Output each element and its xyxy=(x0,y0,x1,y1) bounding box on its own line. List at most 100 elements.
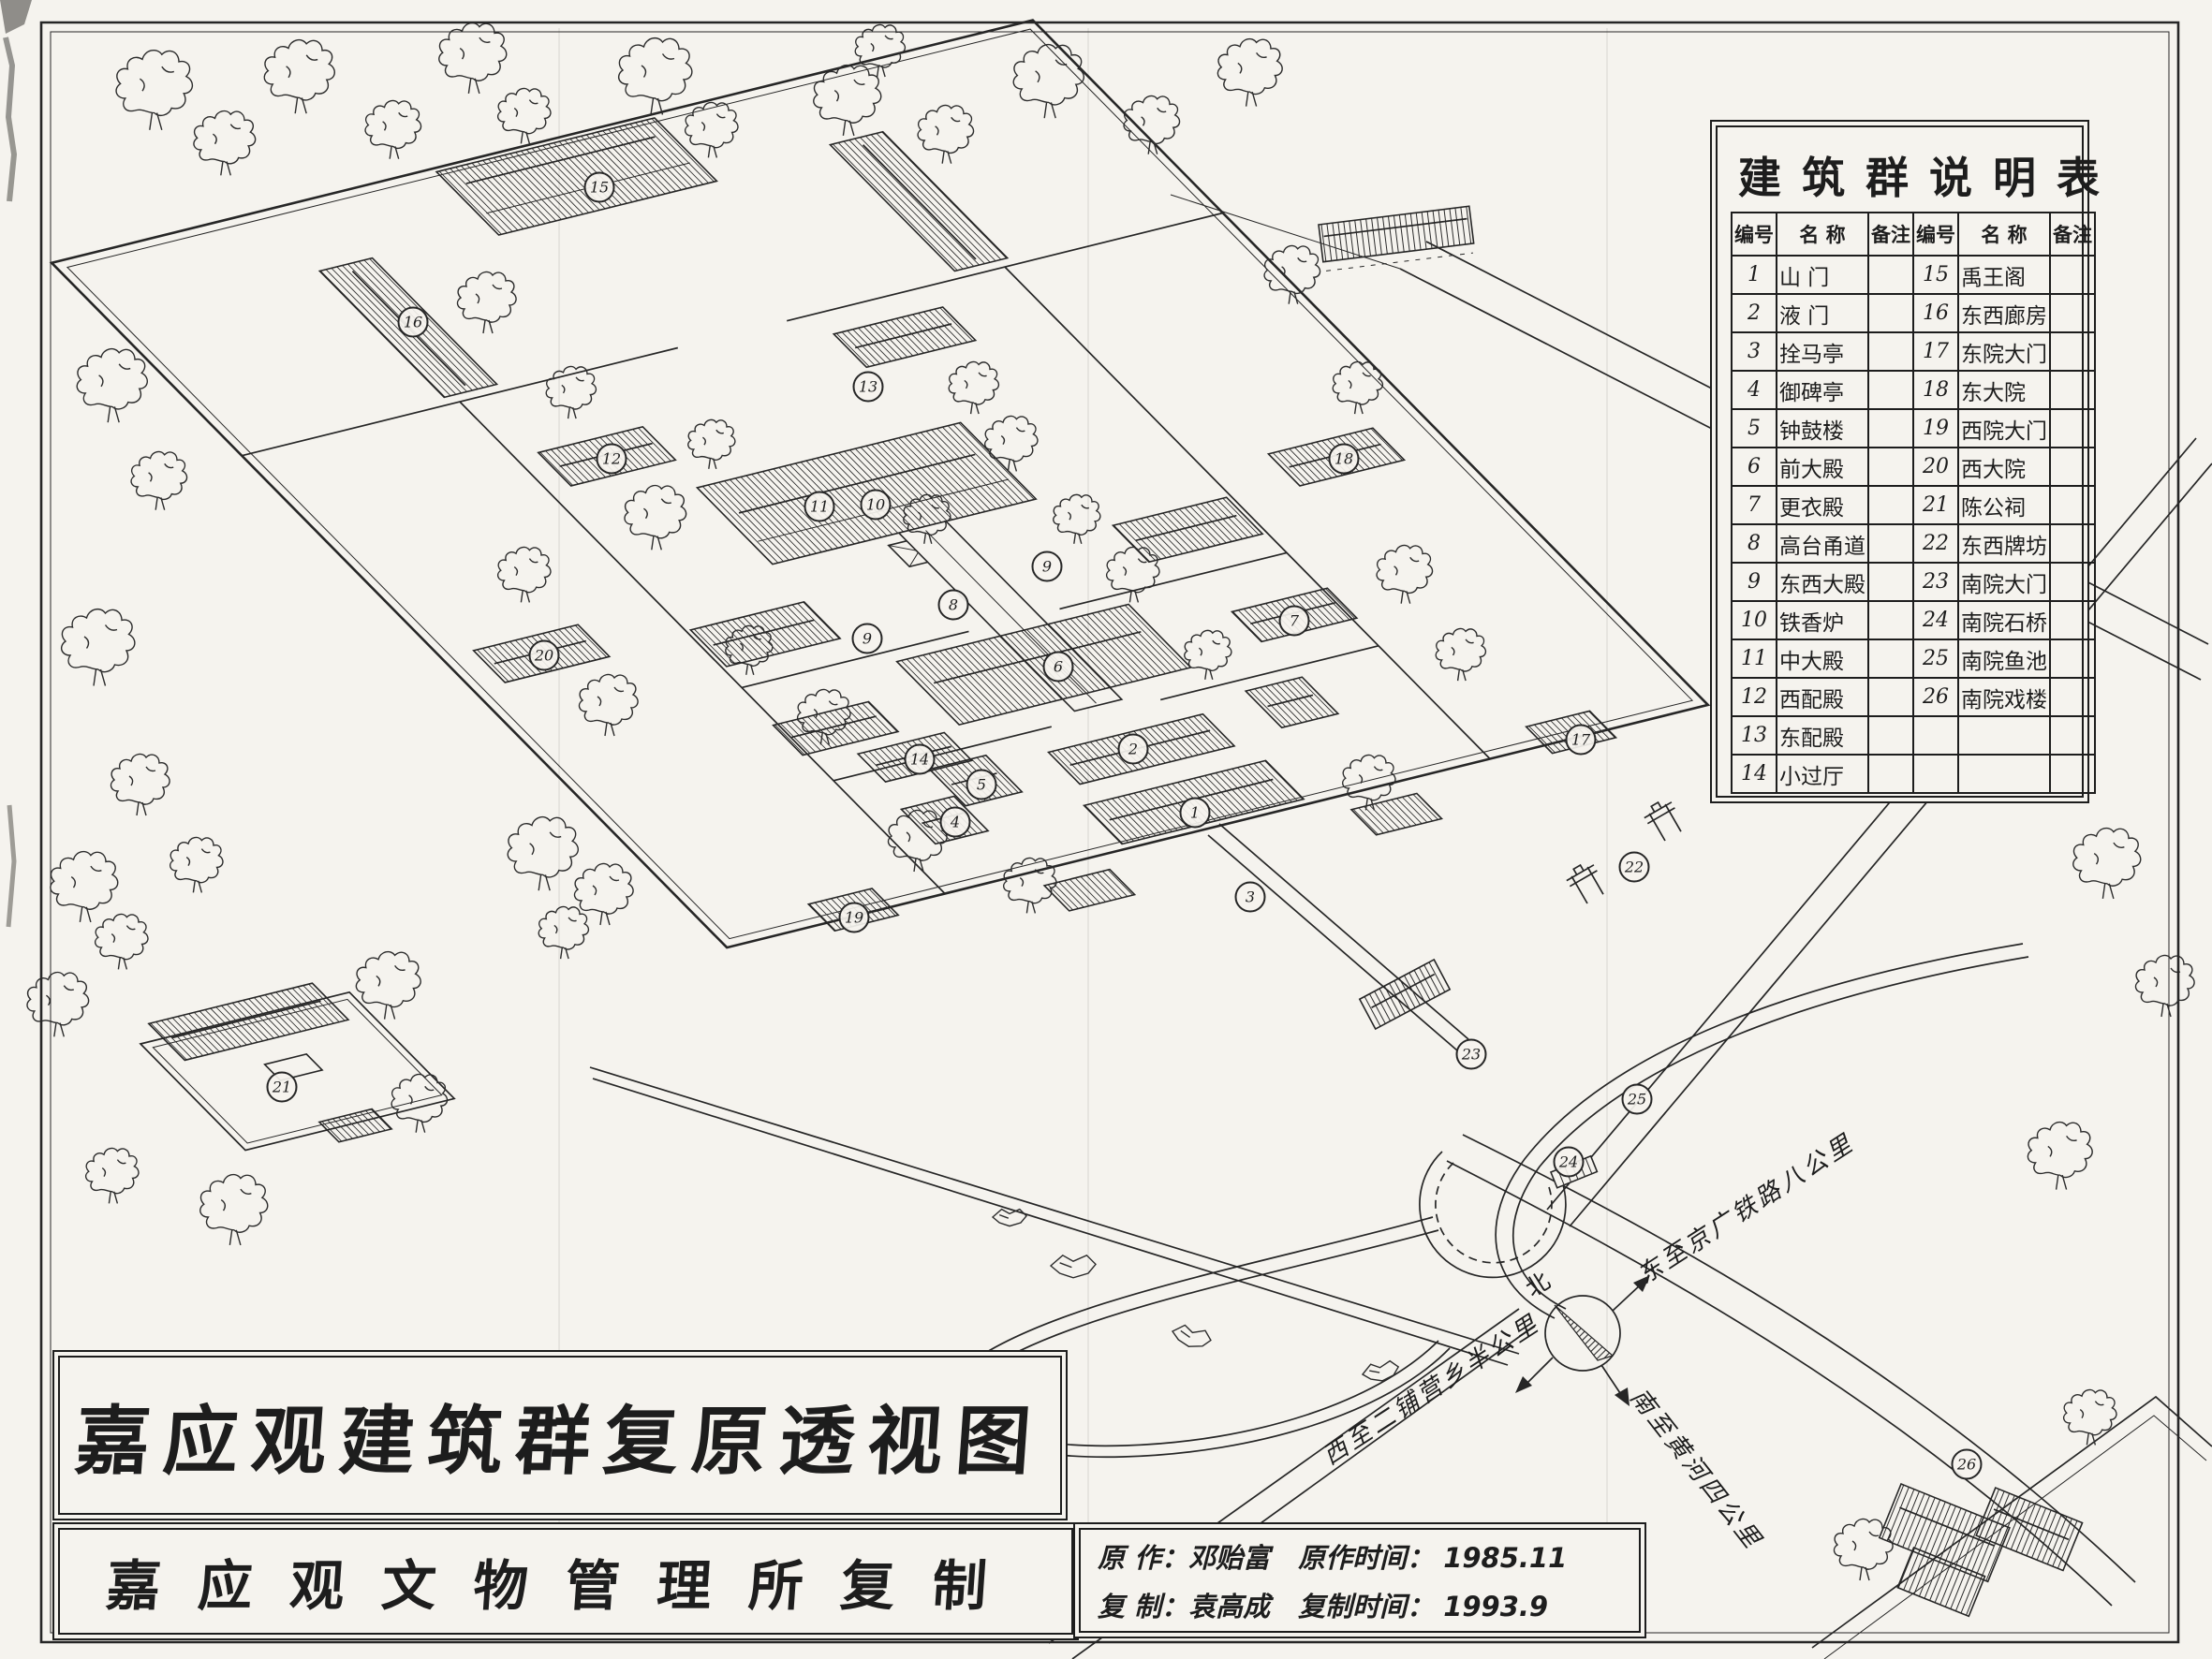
legend-cell: 25 xyxy=(1912,639,1959,679)
legend-cell: 禹王阁 xyxy=(1957,255,2051,295)
legend-cell: 24 xyxy=(1912,600,1959,640)
legend-cell xyxy=(1867,715,1914,756)
road-label-east: 东至京广铁路八公里 xyxy=(1632,1129,1860,1290)
legend-cell: 东院大门 xyxy=(1957,331,2051,372)
legend-cell: 御碑亭 xyxy=(1776,370,1869,410)
credit-line-original: 原 作：邓贻富 原作时间： 1985.11 xyxy=(1098,1536,1639,1576)
legend-cell: 5 xyxy=(1731,408,1777,448)
map-marker-4: 4 xyxy=(939,806,971,838)
building-gallery-east xyxy=(830,132,1007,272)
title-box: 嘉应观建筑群复原透视图 xyxy=(58,1356,1062,1515)
building-horse-pavilion-east xyxy=(1351,794,1441,835)
scan-artifacts xyxy=(0,0,32,928)
map-marker-11: 11 xyxy=(804,491,835,522)
map-marker-9: 9 xyxy=(851,623,883,654)
legend-cell: 13 xyxy=(1731,715,1777,756)
legend-cell: 12 xyxy=(1731,677,1777,717)
road-label-south: 南至黄河四公里 xyxy=(1624,1384,1767,1556)
legend-cell: 南院戏楼 xyxy=(1957,677,2051,717)
legend-cell xyxy=(1867,677,1914,717)
legend-cell: 西大院 xyxy=(1957,447,2051,487)
map-marker-26: 26 xyxy=(1951,1448,1983,1480)
legend-cell: 2 xyxy=(1731,293,1777,333)
legend-cell: 16 xyxy=(1912,293,1959,333)
map-marker-8: 8 xyxy=(937,589,969,621)
legend-cell xyxy=(2049,293,2096,333)
legend-cell: 23 xyxy=(1912,562,1959,602)
map-marker-25: 25 xyxy=(1621,1083,1653,1115)
south-yard-gate xyxy=(1360,960,1450,1029)
legend-cell: 15 xyxy=(1912,255,1959,295)
legend-cell: 东西牌坊 xyxy=(1957,523,2051,564)
legend-cell: 山 门 xyxy=(1776,255,1869,295)
distant-colonnade xyxy=(1319,206,1475,271)
building-horse-pavilion-west xyxy=(1044,870,1134,911)
legend-header-cell: 名 称 xyxy=(1957,212,2051,257)
legend-cell: 西院大门 xyxy=(1957,408,2051,448)
legend-header-cell: 编号 xyxy=(1912,212,1959,257)
map-marker-13: 13 xyxy=(852,371,884,403)
legend-cell xyxy=(2049,715,2096,756)
building-shrine-gate xyxy=(319,1109,391,1142)
legend-cell: 8 xyxy=(1731,523,1777,564)
temple-complex xyxy=(52,21,1746,987)
credit-copy-date: 复制时间： 1993.9 xyxy=(1298,1591,1549,1622)
legend-cell: 10 xyxy=(1731,600,1777,640)
building-east-side-hall xyxy=(833,307,975,367)
map-marker-15: 15 xyxy=(583,171,615,203)
legend-cell: 南院石桥 xyxy=(1957,600,2051,640)
map-marker-2: 2 xyxy=(1117,733,1149,765)
legend-cell: 陈公祠 xyxy=(1957,485,2051,525)
legend-cell xyxy=(1867,331,1914,372)
legend-cell: 26 xyxy=(1912,677,1959,717)
legend-cell: 液 门 xyxy=(1776,293,1869,333)
legend-cell xyxy=(2049,523,2096,564)
map-marker-1: 1 xyxy=(1179,797,1211,829)
fish-pond xyxy=(1420,1152,1566,1277)
memorial-archways xyxy=(1562,795,1688,908)
legend-cell: 22 xyxy=(1912,523,1959,564)
legend-cell: 钟鼓楼 xyxy=(1776,408,1869,448)
legend-cell xyxy=(2049,408,2096,448)
legend-cell: 小过厅 xyxy=(1776,754,1869,794)
legend-cell xyxy=(1957,715,2051,756)
road-label-west: 西至二铺营乡半公里 xyxy=(1318,1310,1545,1471)
map-marker-14: 14 xyxy=(904,743,936,775)
map-marker-18: 18 xyxy=(1328,443,1360,475)
legend-cell: 17 xyxy=(1912,331,1959,372)
sheet-border xyxy=(41,22,2178,1642)
building-yuwang-pavilion xyxy=(436,118,716,235)
map-marker-12: 12 xyxy=(596,443,627,475)
legend-cell: 20 xyxy=(1912,447,1959,487)
legend-cell: 中大殿 xyxy=(1776,639,1869,679)
map-marker-20: 20 xyxy=(528,639,560,671)
legend-cell: 更衣殿 xyxy=(1776,485,1869,525)
legend-cell: 南院鱼池 xyxy=(1957,639,2051,679)
legend-cell xyxy=(2049,754,2096,794)
legend-cell xyxy=(1867,485,1914,525)
map-marker-10: 10 xyxy=(860,489,892,521)
credit-original-date: 原作时间： 1985.11 xyxy=(1298,1542,1568,1574)
map-marker-7: 7 xyxy=(1278,605,1310,637)
map-marker-17: 17 xyxy=(1565,724,1597,756)
building-west-great-hall xyxy=(690,602,840,667)
legend-header-cell: 编号 xyxy=(1731,212,1777,257)
legend-cell xyxy=(1867,408,1914,448)
chengong-shrine xyxy=(126,977,466,1162)
map-marker-23: 23 xyxy=(1455,1038,1487,1070)
map-marker-3: 3 xyxy=(1234,881,1266,913)
compass-north-label: 北 xyxy=(1521,1267,1556,1302)
building-east-great-hall xyxy=(1113,497,1262,562)
compass-needle xyxy=(1554,1304,1615,1361)
map-marker-16: 16 xyxy=(397,306,429,338)
